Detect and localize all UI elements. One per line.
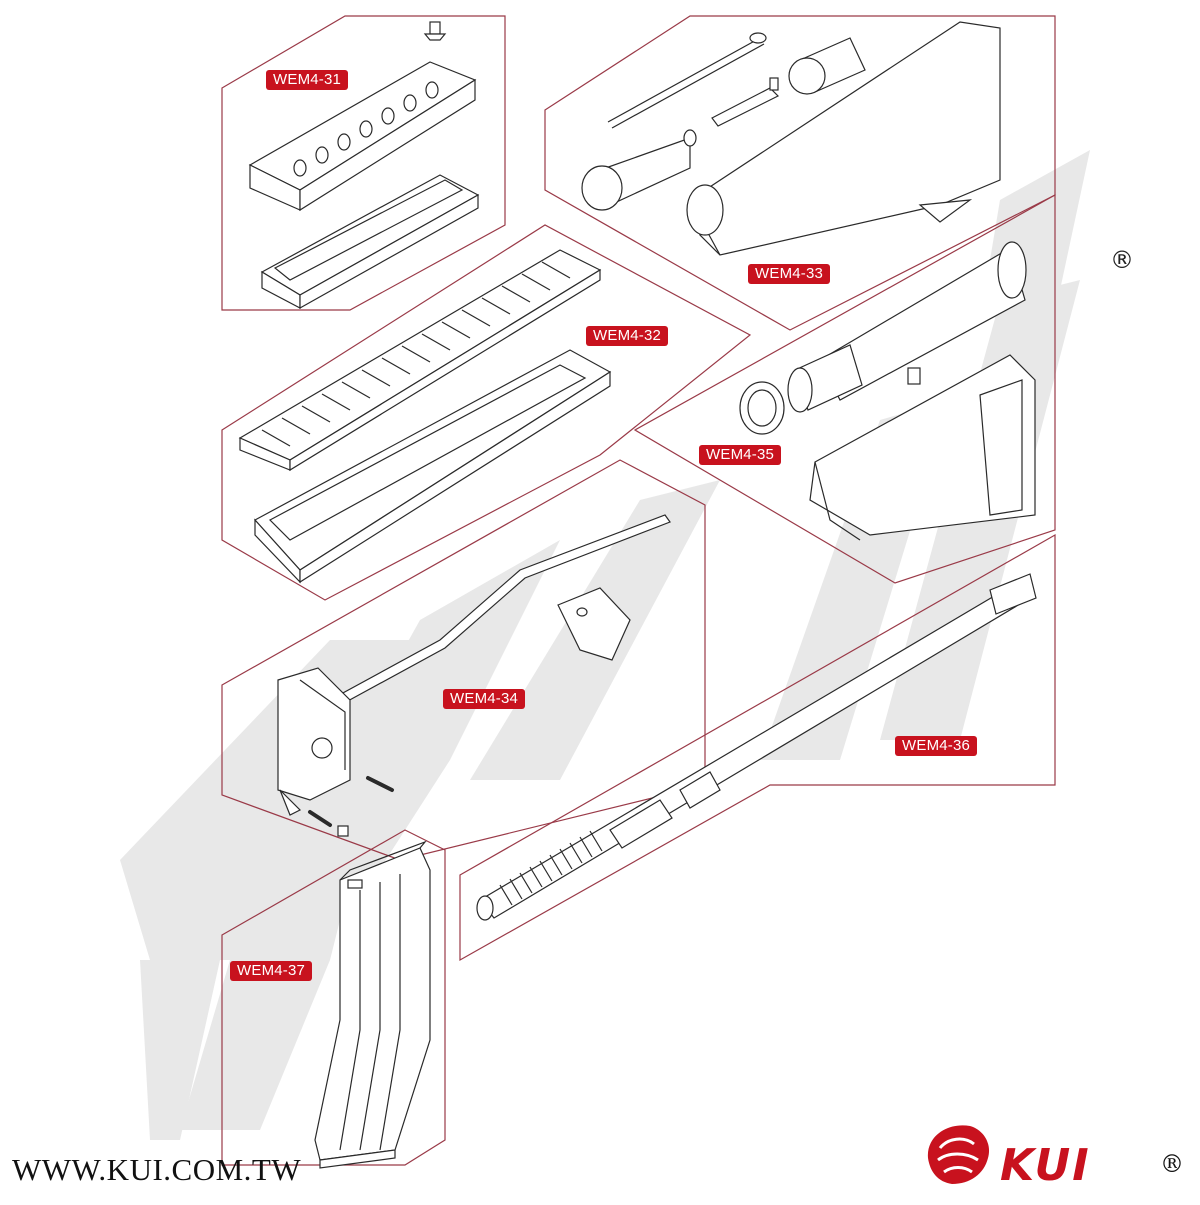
rail-holes — [293, 81, 439, 177]
part-label-wem4-34: WEM4-34 — [443, 689, 526, 709]
brand-registered-mark: ® — [1160, 1150, 1184, 1178]
lion-head-logo-icon — [927, 1125, 990, 1184]
fixed-stock-drawing — [581, 21, 1001, 256]
magazine-drawing — [314, 840, 431, 1169]
barrel-threads — [499, 830, 603, 906]
part-label-wem4-31: WEM4-31 — [266, 70, 349, 90]
rail-system-drawing — [248, 21, 480, 310]
panel-wem4-36 — [459, 533, 1056, 962]
part-label-wem4-37: WEM4-37 — [230, 961, 313, 981]
panel-wem4-37 — [221, 829, 446, 1166]
handguard-ribs — [261, 261, 571, 447]
panel-wem4-31 — [221, 15, 506, 311]
part-label-wem4-33: WEM4-33 — [748, 264, 831, 284]
brand-wordmark: KUI — [1000, 1140, 1091, 1191]
panel-wem4-35 — [633, 193, 1056, 584]
website-url: WWW.KUI.COM.TW — [12, 1152, 302, 1187]
part-label-wem4-35: WEM4-35 — [699, 445, 782, 465]
part-label-wem4-36: WEM4-36 — [895, 736, 978, 756]
handguard-drawing — [238, 249, 612, 584]
part-label-wem4-32: WEM4-32 — [586, 326, 669, 346]
panel-wem4-32 — [221, 224, 752, 601]
front-sight-drawing — [277, 514, 671, 837]
panel-outlines — [221, 15, 1056, 1166]
adjustable-stock-drawing — [739, 241, 1036, 541]
registered-mark: ® — [1110, 246, 1134, 274]
outer-barrel-drawing — [476, 573, 1037, 921]
